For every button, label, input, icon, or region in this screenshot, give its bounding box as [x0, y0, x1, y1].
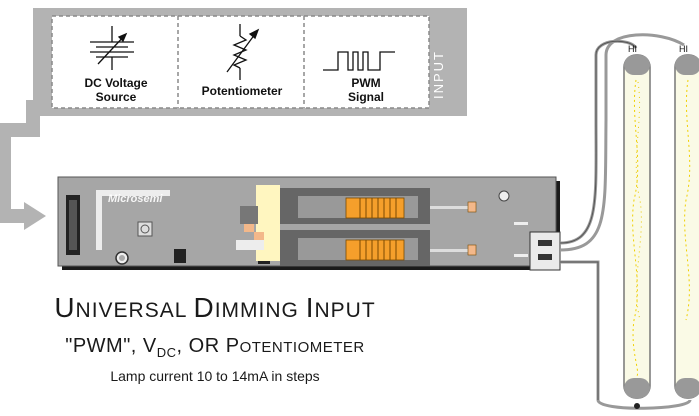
potentiometer-icon: [226, 24, 260, 80]
output-connector: [529, 231, 561, 271]
potentiometer-label: Potentiometer: [180, 84, 304, 98]
input-side-label: INPUT: [431, 50, 446, 100]
input-arrow: [0, 100, 46, 230]
lamp-2-hi-label: HI: [679, 44, 688, 54]
input-panel: [33, 8, 467, 116]
potentiometer-line1: Potentiometer: [201, 84, 283, 98]
board-trace: [96, 190, 170, 250]
lamp-1: [623, 54, 651, 399]
pwm-signal-icon: [323, 51, 395, 71]
dc-voltage-icon: [90, 26, 134, 70]
caption-title: UNIVERSAL DIMMING INPUT: [54, 292, 376, 323]
pwm-line2: Signal: [347, 90, 384, 104]
dc-voltage-line2: Source: [95, 90, 137, 104]
caption-detail: Lamp current 10 to 14mA in steps: [110, 368, 320, 384]
component-chip: [174, 249, 186, 263]
caption-subtitle: "PWM", VDC, OR POTENTIOMETER: [65, 335, 365, 360]
inverter-board: [57, 176, 561, 271]
component-pad: [137, 221, 153, 237]
lamp-1-hi-label: HI: [628, 44, 637, 54]
lamp-2: [674, 54, 699, 399]
pwm-line1: PWM: [351, 76, 381, 90]
pwm-signal-label: PWM Signal: [304, 76, 428, 104]
dc-voltage-line1: DC Voltage: [84, 76, 148, 90]
board-brand: Microsemi: [108, 193, 163, 205]
dc-voltage-label: DC Voltage Source: [54, 76, 178, 104]
